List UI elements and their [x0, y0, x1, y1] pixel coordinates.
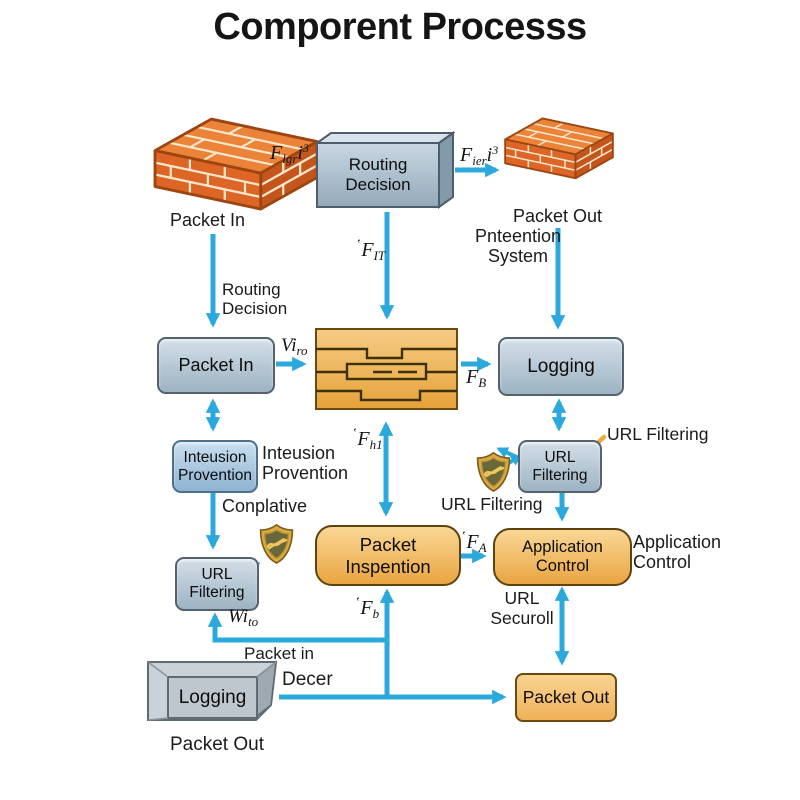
brick-out-label: Packet Out	[513, 206, 603, 226]
routing-decision-label: Routing Decision	[345, 155, 411, 194]
conplative-label: Conplative	[222, 496, 308, 516]
brick-in-label: Packet In	[170, 210, 246, 230]
decer-label: Decer	[282, 669, 333, 690]
firewall-brick-out-icon	[504, 117, 614, 180]
packet-in-box: Packet In	[157, 337, 275, 394]
url-filtering-right-box: URL Filtering	[518, 440, 602, 493]
logging-box: Logging	[498, 337, 624, 396]
formula-w-ito: Wito	[228, 606, 259, 629]
formula-f-h1: ʽFh1	[352, 425, 383, 452]
logging-3d-label: Logging	[178, 686, 247, 708]
page-title: Comporent Processs	[213, 6, 587, 48]
formula-f-it: ʽFIT	[356, 236, 386, 263]
logging-3d-sublabel: Packet Out	[170, 734, 264, 755]
shield-icon	[476, 451, 511, 493]
formula-f-ier: Fieri3	[460, 143, 499, 168]
formula-f-bi: ʽFb	[355, 594, 380, 621]
formula-f-igr: Flgri3	[270, 141, 309, 166]
maze-filter-icon	[315, 328, 458, 410]
logging-3d-plaque	[147, 660, 278, 721]
application-control-side-label: Application Control	[633, 532, 722, 573]
formula-f-a: ʽFA	[461, 528, 487, 555]
routing-decision-3d-box	[315, 131, 455, 209]
url-filtering-callout-label: URL Filtering	[607, 424, 709, 444]
packet-out-box: Packet Out	[515, 673, 617, 722]
formula-v-iro: Viro	[281, 335, 308, 358]
intrusion-prevention-box: Inteusion Provention	[172, 440, 258, 493]
intrusion-side-label: Inteusion Provention	[262, 443, 349, 484]
url-filtering-left-box: URL Filtering	[175, 557, 259, 611]
arrow-bottom-to-urlleft	[207, 612, 387, 643]
shield-icon	[259, 523, 294, 565]
routing-decision-edge-label: Routing Decision	[222, 280, 288, 319]
url-securoll-label: URL Securoll	[490, 588, 554, 628]
formula-f-b: FB	[466, 366, 487, 390]
packet-inspection-box: Packet Inspention	[315, 525, 461, 586]
url-filtering-shield-label: URL Filtering	[441, 494, 543, 514]
prevention-system-label: Pnteention System	[474, 226, 562, 267]
packet-in-small-label: Packet in	[244, 644, 314, 663]
application-control-box: Application Control	[493, 528, 632, 586]
